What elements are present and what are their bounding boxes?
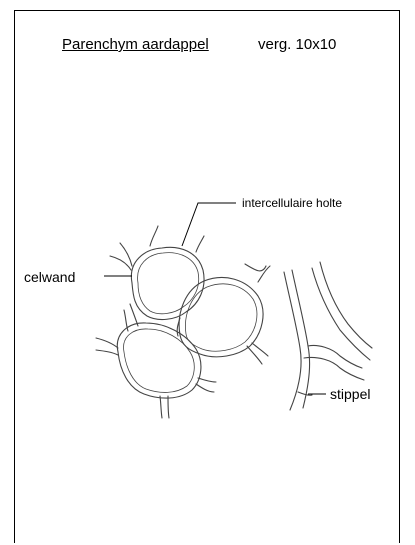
magnification-label: verg. 10x10 [258, 36, 336, 53]
drawing-title: Parenchym aardappel [62, 36, 209, 53]
label-intercellular-space: intercellulaire holte [242, 197, 342, 209]
label-pit: stippel [330, 387, 370, 401]
title-row: Parenchym aardappel verg. 10x10 [62, 36, 209, 53]
label-cell-wall: celwand [24, 270, 75, 284]
